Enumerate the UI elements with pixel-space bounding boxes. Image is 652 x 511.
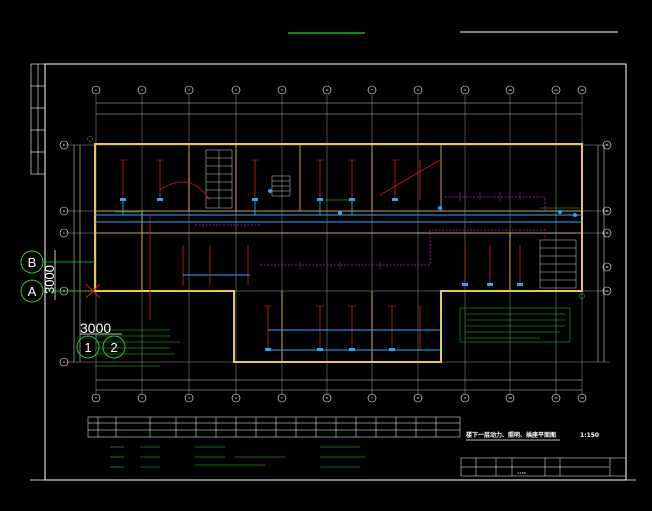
top-axis-8: 8: [417, 88, 419, 92]
drawing-title: 楼下一层动力、照明、插座平面图: [466, 431, 556, 439]
left-axis-bubbles: [59, 140, 69, 367]
socket-ticks: [299, 192, 521, 269]
stair-small: [271, 175, 291, 197]
overlay-row-a: A: [28, 284, 37, 299]
left-axis-A: A: [63, 360, 66, 364]
top-axis-10: 10: [508, 88, 512, 92]
right-axis-C: C: [606, 231, 608, 235]
overlay-x-mark: [85, 283, 101, 299]
top-axis-9: 9: [464, 88, 466, 92]
top-axis-11: 11: [554, 88, 558, 92]
right-axis-E: E: [606, 143, 608, 147]
overlay-bubble-1: 1: [76, 335, 100, 359]
axis-label-text: 1 2 3 4 5 6 7 8 9 10 11 12 1 2 3 4 5 6 7…: [63, 88, 609, 400]
stair-right: [539, 239, 577, 289]
title-block: [460, 457, 627, 477]
right-axis-B: B: [606, 265, 608, 269]
dim-line-sides: [73, 145, 605, 362]
bottom-axis-5: 5: [281, 396, 283, 400]
drawing-frame: [44, 63, 627, 481]
stair-core: [205, 149, 233, 209]
top-axis-bubbles: [91, 85, 587, 95]
left-axis-C: C: [63, 231, 65, 235]
binding-strip: [30, 63, 46, 175]
overlay-bubble-a: A: [20, 279, 44, 303]
left-axis-D: D: [63, 209, 66, 213]
top-axis-5: 5: [281, 88, 283, 92]
bottom-axis-bubbles: [91, 393, 587, 403]
overlay-row-b: B: [28, 255, 37, 270]
lighting-circuits: [95, 200, 582, 351]
building-walls: [94, 143, 583, 363]
bottom-axis-9: 9: [464, 396, 466, 400]
dim-line-top: [96, 102, 582, 391]
right-axis-bubbles: [602, 140, 612, 296]
lighting-fixtures: [120, 189, 577, 351]
top-axis-2: 2: [141, 88, 143, 92]
bottom-axis-10: 10: [508, 396, 512, 400]
top-axis-4: 4: [235, 88, 237, 92]
top-axis-3: 3: [188, 88, 190, 92]
power-circuits: [122, 159, 521, 350]
left-axis-E: E: [63, 143, 65, 147]
interior-walls: [95, 144, 582, 362]
top-axis-6: 6: [326, 88, 328, 92]
overlay-bubble-2: 2: [102, 335, 126, 359]
grid-rows: [66, 144, 610, 363]
bottom-axis-3: 3: [188, 396, 190, 400]
bottom-axis-6: 6: [326, 396, 328, 400]
bottom-axis-12: 12: [580, 396, 584, 400]
drawing-scale: 1:150: [580, 432, 599, 439]
overlay-col-1: 1: [84, 340, 91, 355]
socket-circuits: [195, 196, 546, 266]
bottom-axis-1: 1: [95, 396, 97, 400]
bottom-axis-7: 7: [371, 396, 373, 400]
legend-marks: [110, 446, 365, 468]
bottom-axis-2: 2: [141, 396, 143, 400]
right-axis-D: D: [606, 209, 609, 213]
green-notes: [87, 136, 585, 367]
bottom-axis-4: 4: [235, 396, 237, 400]
bottom-axis-8: 8: [417, 396, 419, 400]
titleblock-scale: 1:150: [517, 471, 526, 475]
overlay-col-2: 2: [110, 340, 117, 355]
bottom-axis-11: 11: [554, 396, 558, 400]
overlay-dim-vertical: 3000: [42, 265, 57, 294]
top-axis-1: 1: [95, 88, 97, 92]
top-axis-7: 7: [371, 88, 373, 92]
top-axis-12: 12: [580, 88, 584, 92]
overlay-bubble-b: B: [20, 250, 44, 274]
overlay-dim-horizontal: 3000: [80, 320, 111, 336]
power-ticks: [119, 159, 399, 307]
right-axis-A: A: [606, 289, 609, 293]
schedule-table: [87, 416, 461, 438]
